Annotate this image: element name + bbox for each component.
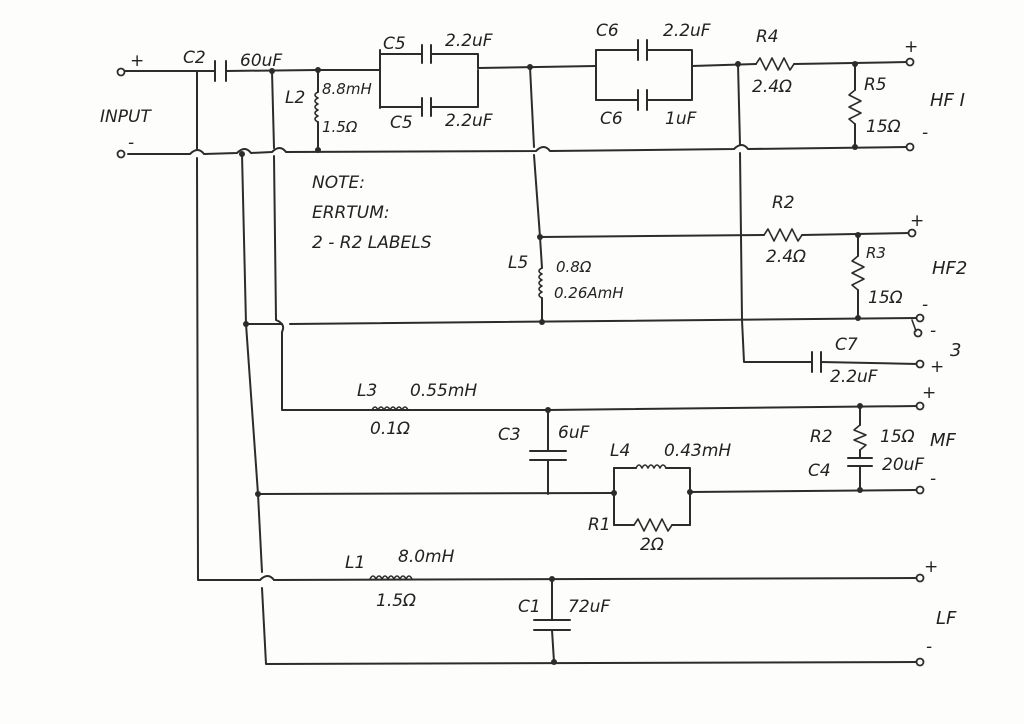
l3-resistance: 0.1Ω bbox=[370, 419, 410, 439]
mf-plus-terminal bbox=[915, 401, 925, 411]
c6-capacitors bbox=[595, 39, 693, 111]
l1-name: L1 bbox=[345, 553, 365, 573]
c3-name: C3 bbox=[498, 425, 521, 445]
r5-value: 15Ω bbox=[866, 117, 901, 137]
out3-plus-terminal bbox=[915, 359, 925, 369]
hf2-label: HF2 bbox=[932, 258, 967, 279]
l2-inductor bbox=[314, 91, 319, 123]
l3-name: L3 bbox=[357, 381, 377, 401]
c6b-name: C6 bbox=[600, 109, 623, 129]
l4-inductor bbox=[635, 464, 667, 469]
c6a-value: 2.2uF bbox=[663, 21, 711, 41]
hf2-plus-terminal bbox=[907, 228, 917, 238]
hf1-minus-sign: - bbox=[922, 123, 928, 143]
r2-hf2-name: R2 bbox=[772, 193, 795, 213]
r4-name: R4 bbox=[756, 27, 779, 47]
r2-mf-resistor bbox=[853, 424, 867, 451]
l5-resistance: 0.8Ω bbox=[556, 258, 592, 276]
hf2-minus-sign: - bbox=[922, 295, 928, 315]
c3-capacitor bbox=[529, 450, 567, 461]
c7-value: 2.2uF bbox=[830, 367, 878, 387]
input-minus-sign: - bbox=[128, 133, 134, 153]
c6b-value: 1uF bbox=[665, 109, 697, 129]
r4-value: 2.4Ω bbox=[752, 77, 792, 97]
c1-name: C1 bbox=[518, 597, 541, 617]
mf-minus-sign: - bbox=[930, 469, 936, 489]
hf1-label: HF I bbox=[930, 90, 965, 111]
c2-name: C2 bbox=[183, 48, 206, 68]
c5a-value: 2.2uF bbox=[445, 31, 493, 51]
l4-value: 0.43mH bbox=[664, 441, 731, 461]
out3-plus-sign: + bbox=[930, 357, 944, 377]
lf-label: LF bbox=[936, 608, 957, 629]
r1-name: R1 bbox=[588, 515, 611, 535]
c4-name: C4 bbox=[808, 461, 831, 481]
r5-name: R5 bbox=[864, 75, 887, 95]
c4-capacitor bbox=[847, 457, 873, 467]
l1-inductor bbox=[369, 575, 413, 580]
r2-mf-value: 15Ω bbox=[880, 427, 915, 447]
hf2-plus-sign: + bbox=[910, 211, 924, 231]
l5-inductor bbox=[538, 267, 543, 299]
out3-label: 3 bbox=[950, 340, 961, 361]
mf-plus-sign: + bbox=[922, 383, 936, 403]
c3-value: 6uF bbox=[558, 423, 590, 443]
hf1-plus-terminal bbox=[905, 57, 915, 67]
c7-name: C7 bbox=[835, 335, 858, 355]
c1-capacitor bbox=[533, 619, 571, 631]
l1-value: 8.0mH bbox=[398, 547, 455, 567]
r3-resistor bbox=[851, 255, 865, 291]
note-line2: 2 - R2 LABELS bbox=[312, 233, 432, 253]
lf-plus-sign: + bbox=[924, 557, 938, 577]
c1-value: 72uF bbox=[568, 597, 610, 617]
hf2-minus-terminal bbox=[915, 313, 925, 323]
input-terminals bbox=[116, 67, 126, 159]
lf-minus-terminal bbox=[915, 657, 925, 667]
c5b-name: C5 bbox=[390, 113, 413, 133]
c5a-name: C5 bbox=[383, 34, 406, 54]
r1-value: 2Ω bbox=[640, 535, 664, 555]
l1-resistance: 1.5Ω bbox=[376, 591, 416, 611]
r1-resistor bbox=[633, 518, 673, 532]
r5-resistor bbox=[848, 89, 862, 125]
input-plus-sign: + bbox=[130, 51, 144, 71]
note-title: NOTE: bbox=[312, 173, 365, 193]
input-label: INPUT bbox=[100, 107, 152, 127]
c2-capacitor bbox=[214, 60, 227, 82]
l3-inductor bbox=[371, 406, 409, 411]
hf1-plus-sign: + bbox=[904, 37, 918, 57]
c5b-value: 2.2uF bbox=[445, 111, 493, 131]
r3-value: 15Ω bbox=[868, 288, 903, 308]
l3-value: 0.55mH bbox=[410, 381, 477, 401]
out3-minus-sign: - bbox=[930, 321, 936, 341]
l4-name: L4 bbox=[610, 441, 630, 461]
r2-mf-name: R2 bbox=[810, 427, 833, 447]
r2-hf2-resistor bbox=[763, 228, 803, 242]
l2-name: L2 bbox=[285, 88, 305, 108]
l2-value: 8.8mH bbox=[322, 80, 372, 98]
hf1-minus-terminal bbox=[905, 142, 915, 152]
c7-capacitor bbox=[811, 351, 822, 373]
mf-minus-terminal bbox=[915, 485, 925, 495]
l2-resistance: 1.5Ω bbox=[322, 118, 358, 136]
l5-value: 0.26AmH bbox=[554, 284, 624, 302]
c6a-name: C6 bbox=[596, 21, 619, 41]
lf-minus-sign: - bbox=[926, 637, 932, 657]
c5-capacitors bbox=[379, 44, 479, 117]
r2-hf2-value: 2.4Ω bbox=[766, 247, 806, 267]
note-line1: ERRTUM: bbox=[312, 203, 390, 223]
mf-label: MF bbox=[930, 430, 957, 451]
c4-value: 20uF bbox=[882, 455, 924, 475]
l5-name: L5 bbox=[508, 253, 528, 273]
r4-resistor bbox=[755, 57, 795, 71]
lf-plus-terminal bbox=[915, 573, 925, 583]
r3-name: R3 bbox=[866, 244, 886, 262]
c2-value: 60uF bbox=[240, 51, 282, 71]
